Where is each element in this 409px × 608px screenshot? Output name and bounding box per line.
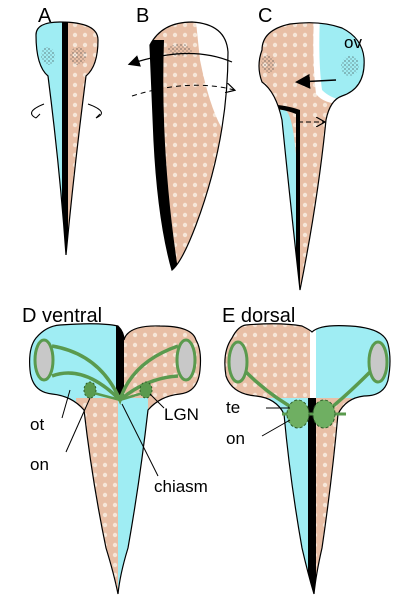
lgn-left — [83, 381, 97, 399]
tract-to-lgn — [89, 390, 147, 402]
eye-field-left — [41, 47, 55, 65]
te-label: te — [226, 398, 240, 417]
eye-field-left — [261, 55, 275, 73]
on-label: on — [226, 429, 245, 448]
midline-boundary — [116, 323, 124, 395]
panel-b: B — [127, 5, 240, 272]
eye-right — [175, 338, 197, 382]
rotation-arrow-right — [87, 103, 102, 119]
shift-arrow — [295, 73, 337, 89]
on-label: on — [30, 455, 49, 474]
panel-b-label: B — [136, 5, 149, 27]
tectum-right — [312, 399, 336, 429]
chiasm-leader — [121, 403, 159, 477]
dorsal-boundary — [150, 40, 178, 270]
lgn-label: LGN — [164, 405, 199, 424]
eye-field-right — [70, 47, 86, 65]
on-leader — [261, 419, 291, 437]
neural-tube-outline — [149, 21, 229, 272]
white-midline — [310, 323, 316, 398]
cyan-ventral-domain — [259, 110, 300, 290]
panel-d: D ventral ot on LGN chiasm — [22, 305, 208, 595]
rotation-arrow-top — [127, 52, 233, 67]
ot-leader — [61, 389, 71, 419]
neural-tube-outline — [35, 21, 99, 256]
rotation-arrow-left — [31, 103, 45, 119]
white-domain — [196, 22, 228, 140]
panel-c-label: C — [258, 5, 272, 27]
white-boundary — [313, 22, 342, 104]
eye-left — [227, 340, 249, 384]
panel-c: C ov — [258, 5, 365, 291]
panel-d-label: D ventral — [22, 305, 102, 327]
eye-field-right — [341, 56, 359, 76]
midline-boundary — [62, 22, 68, 255]
brain-outline — [224, 323, 391, 595]
lgn-leader — [149, 393, 165, 409]
panel-a: A — [31, 5, 102, 256]
ov-label: ov — [344, 33, 362, 52]
eye-left — [33, 338, 55, 382]
panel-e: E dorsal te on — [222, 305, 391, 595]
panel-a-label: A — [38, 5, 52, 27]
cyan-ventral-left — [224, 398, 312, 594]
eye-right — [367, 340, 389, 384]
ot-label: ot — [30, 415, 44, 434]
tectum-left — [286, 399, 310, 429]
brain-outline — [29, 323, 202, 595]
rotation-arrow-bottom — [131, 85, 234, 97]
midline-boundary — [308, 398, 316, 594]
on-leader — [65, 397, 91, 453]
chiasm-label: chiasm — [154, 477, 208, 496]
lgn-right — [139, 381, 153, 399]
panel-e-label: E dorsal — [222, 305, 295, 327]
